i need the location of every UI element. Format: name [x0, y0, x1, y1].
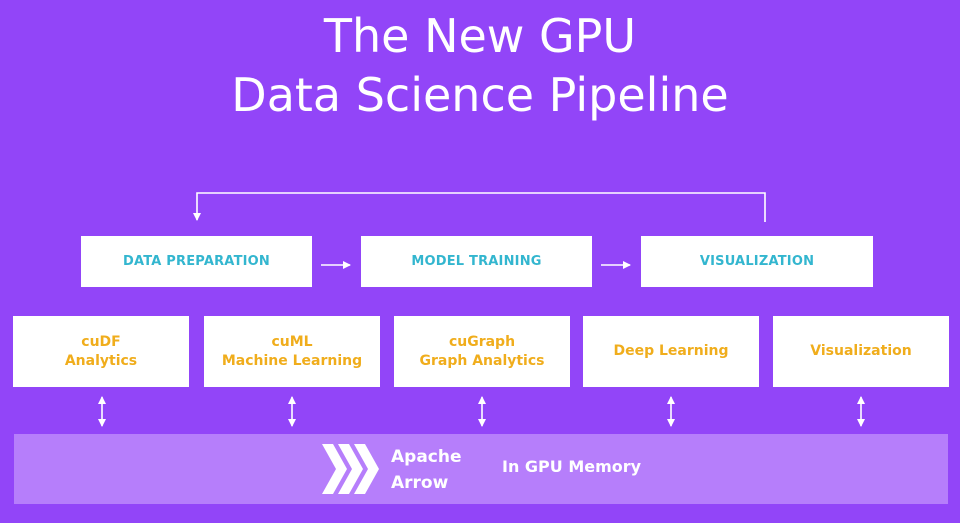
title-line-1: The New GPU [323, 9, 637, 63]
library-visualization: Visualization [773, 316, 949, 387]
library-description: Machine Learning [221, 352, 363, 369]
apache-arrow-logo-text: Apache Arrow [391, 444, 462, 496]
library-cudf: cuDF Analytics [13, 316, 189, 387]
feedback-loop-arrow-icon [193, 192, 766, 222]
library-deep-learning: Deep Learning [583, 316, 759, 387]
gpu-memory-label: In GPU Memory [502, 457, 642, 476]
stage-model-training: MODEL TRAINING [361, 236, 592, 287]
library-description: Graph Analytics [419, 352, 545, 369]
library-cuml: cuML Machine Learning [204, 316, 380, 387]
library-cugraph: cuGraph Graph Analytics [394, 316, 570, 387]
stage-data-preparation: DATA PREPARATION [81, 236, 312, 287]
library-name: cuGraph [448, 333, 516, 350]
logo-line-apache: Apache [391, 447, 462, 467]
library-name: Visualization [810, 343, 912, 359]
apache-arrow-chevrons-icon [322, 444, 379, 494]
library-name: cuDF [81, 333, 121, 350]
stage-visualization: VISUALIZATION [641, 236, 873, 287]
library-name: cuML [271, 333, 313, 350]
library-name: Deep Learning [613, 343, 729, 359]
library-description: Analytics [64, 352, 138, 369]
title-line-2: Data Science Pipeline [231, 68, 729, 122]
logo-line-arrow: Arrow [391, 473, 449, 493]
gpu-memory-bar [14, 434, 948, 504]
